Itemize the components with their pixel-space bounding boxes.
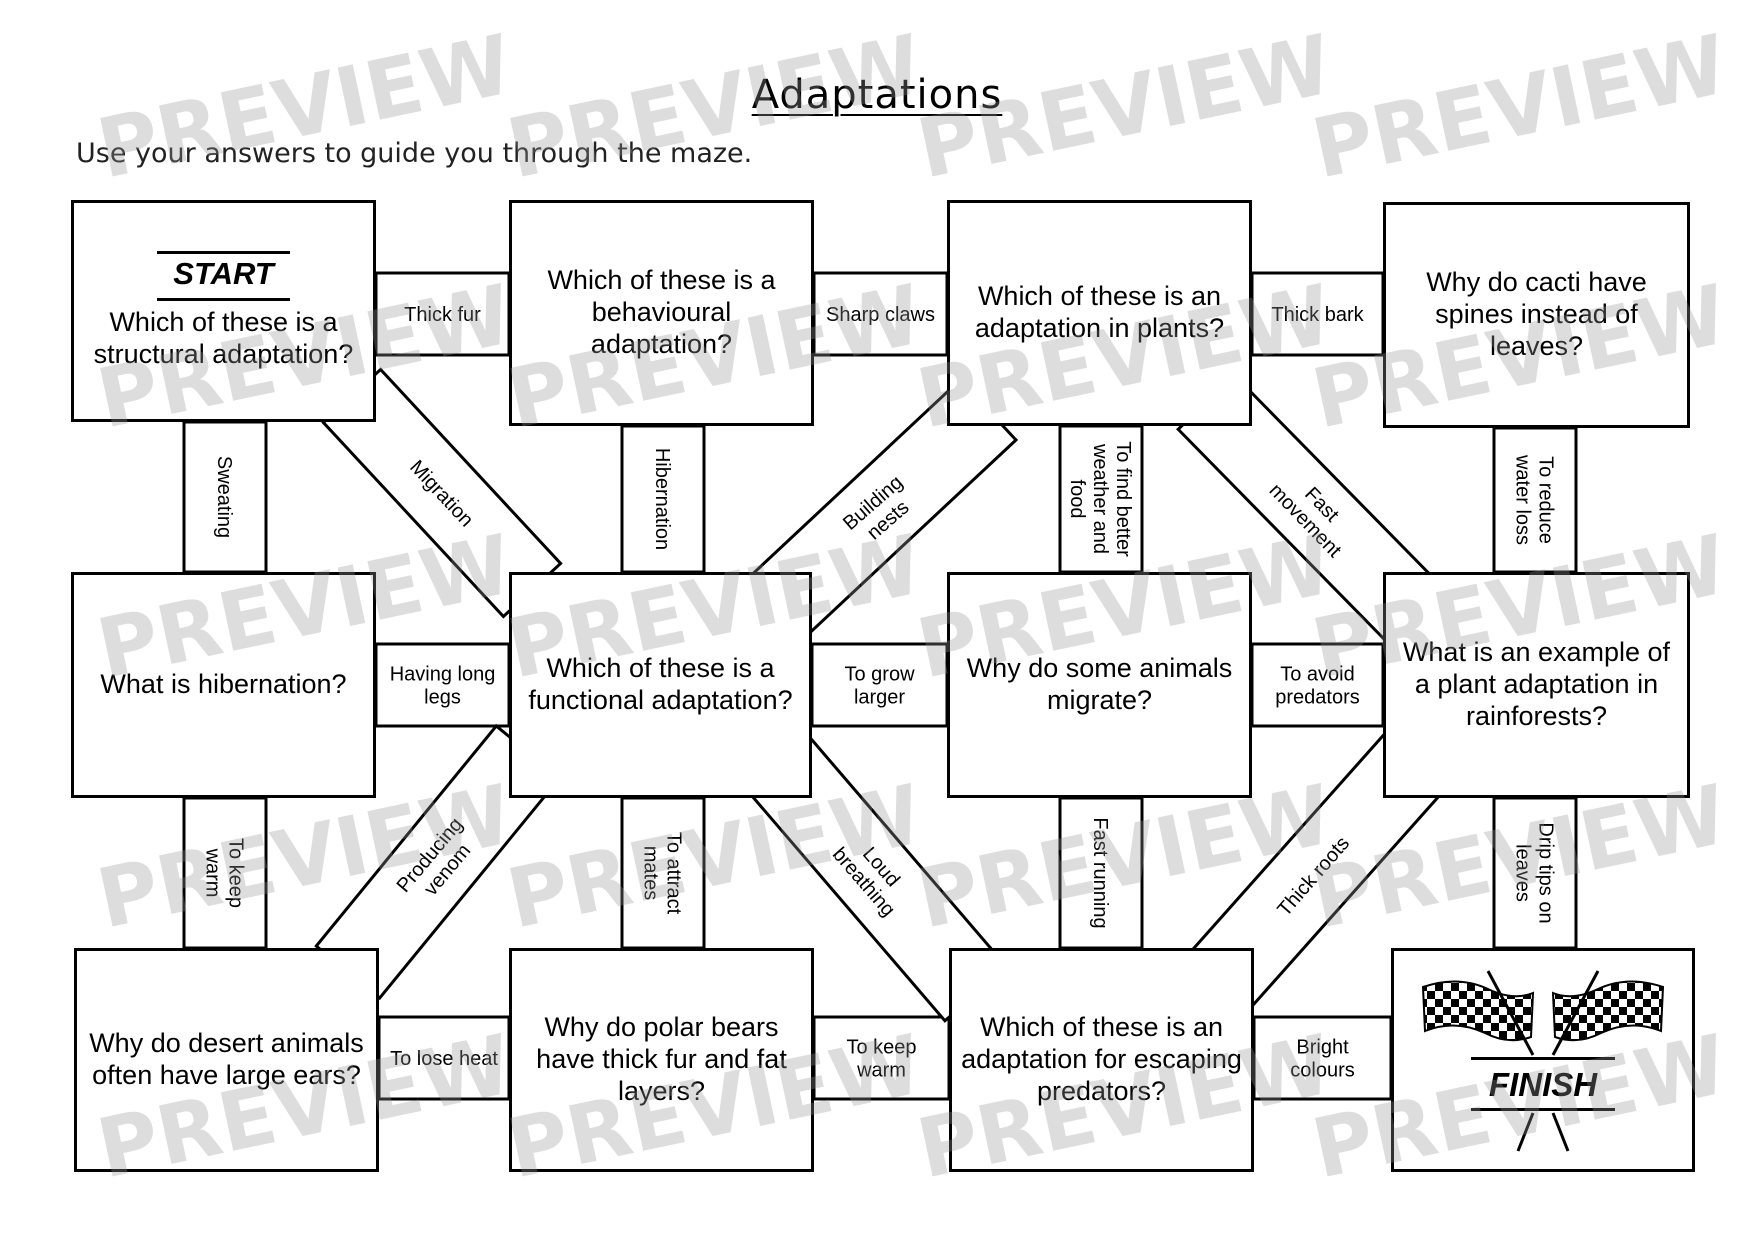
path-label: Drip tips onleaves bbox=[1512, 822, 1557, 923]
path-label: To reducewater loss bbox=[1512, 454, 1557, 545]
maze-path-3 bbox=[374, 642, 511, 728]
path-label: To lose heat bbox=[390, 1048, 498, 1070]
question-box-q9: Why do desert animals often have large e… bbox=[74, 948, 379, 1172]
question-text: What is hibernation? bbox=[100, 669, 347, 700]
question-text: Which of these is an adaptation for esca… bbox=[961, 1012, 1242, 1106]
question-text: Why do desert animals often have large e… bbox=[89, 1028, 364, 1090]
question-text: What is an example of a plant adaptation… bbox=[1402, 637, 1671, 731]
question-box-q5: What is hibernation? bbox=[71, 572, 376, 798]
question-box-q4: Why do cacti have spines instead of leav… bbox=[1383, 202, 1690, 428]
path-label: Thick bark bbox=[1271, 304, 1364, 326]
maze-path-0 bbox=[374, 271, 511, 357]
instructions: Use your answers to guide you through th… bbox=[76, 138, 753, 169]
question-box-q3: Which of these is an adaptation in plant… bbox=[947, 200, 1252, 426]
question-text: Why do some animals migrate? bbox=[966, 653, 1233, 715]
path-connector bbox=[810, 642, 949, 728]
path-connector bbox=[812, 271, 949, 357]
path-label: Fast running bbox=[1089, 817, 1111, 928]
path-label: To find betterweather andfood bbox=[1066, 441, 1134, 557]
question-box-q10: Why do polar bears have thick fur and fa… bbox=[509, 948, 814, 1172]
maze-path-1 bbox=[812, 271, 949, 357]
maze-path-7 bbox=[812, 1015, 951, 1101]
question-box-q2: Which of these is a behavioural adaptati… bbox=[509, 200, 814, 426]
question-text: Which of these is an adaptation in plant… bbox=[974, 281, 1225, 343]
path-label: To attractmates bbox=[640, 832, 685, 915]
path-label: Thick fur bbox=[404, 304, 481, 326]
path-label: Sweating bbox=[213, 456, 235, 538]
checkered-flags-icon bbox=[1421, 969, 1665, 1056]
path-label: Hibernation bbox=[651, 448, 673, 550]
maze-path-4 bbox=[810, 642, 949, 728]
question-text: Which of these is a behavioural adaptati… bbox=[547, 265, 776, 359]
question-box-q6: Which of these is a functional adaptatio… bbox=[509, 572, 812, 798]
question-text: Which of these is a structural adaptatio… bbox=[93, 307, 354, 370]
page-title: Adaptations bbox=[751, 72, 1003, 118]
path-connector bbox=[374, 271, 511, 357]
path-label: Sharp claws bbox=[826, 304, 935, 326]
path-label: To keepwarm bbox=[202, 838, 247, 908]
question-box-q7: Why do some animals migrate? bbox=[947, 572, 1252, 798]
flag-poles-icon bbox=[1516, 1112, 1570, 1153]
finish-box: FINISH bbox=[1391, 948, 1695, 1172]
finish-label: FINISH bbox=[1470, 1056, 1616, 1112]
path-connector bbox=[374, 642, 511, 728]
question-text: Why do cacti have spines instead of leav… bbox=[1426, 267, 1647, 361]
start-label: START bbox=[157, 250, 290, 302]
question-text: Which of these is a functional adaptatio… bbox=[528, 653, 793, 715]
question-box-q11: Which of these is an adaptation for esca… bbox=[949, 948, 1254, 1172]
question-text: Why do polar bears have thick fur and fa… bbox=[536, 1012, 787, 1106]
path-connector bbox=[812, 1015, 951, 1101]
question-box-q8: What is an example of a plant adaptation… bbox=[1383, 572, 1690, 798]
